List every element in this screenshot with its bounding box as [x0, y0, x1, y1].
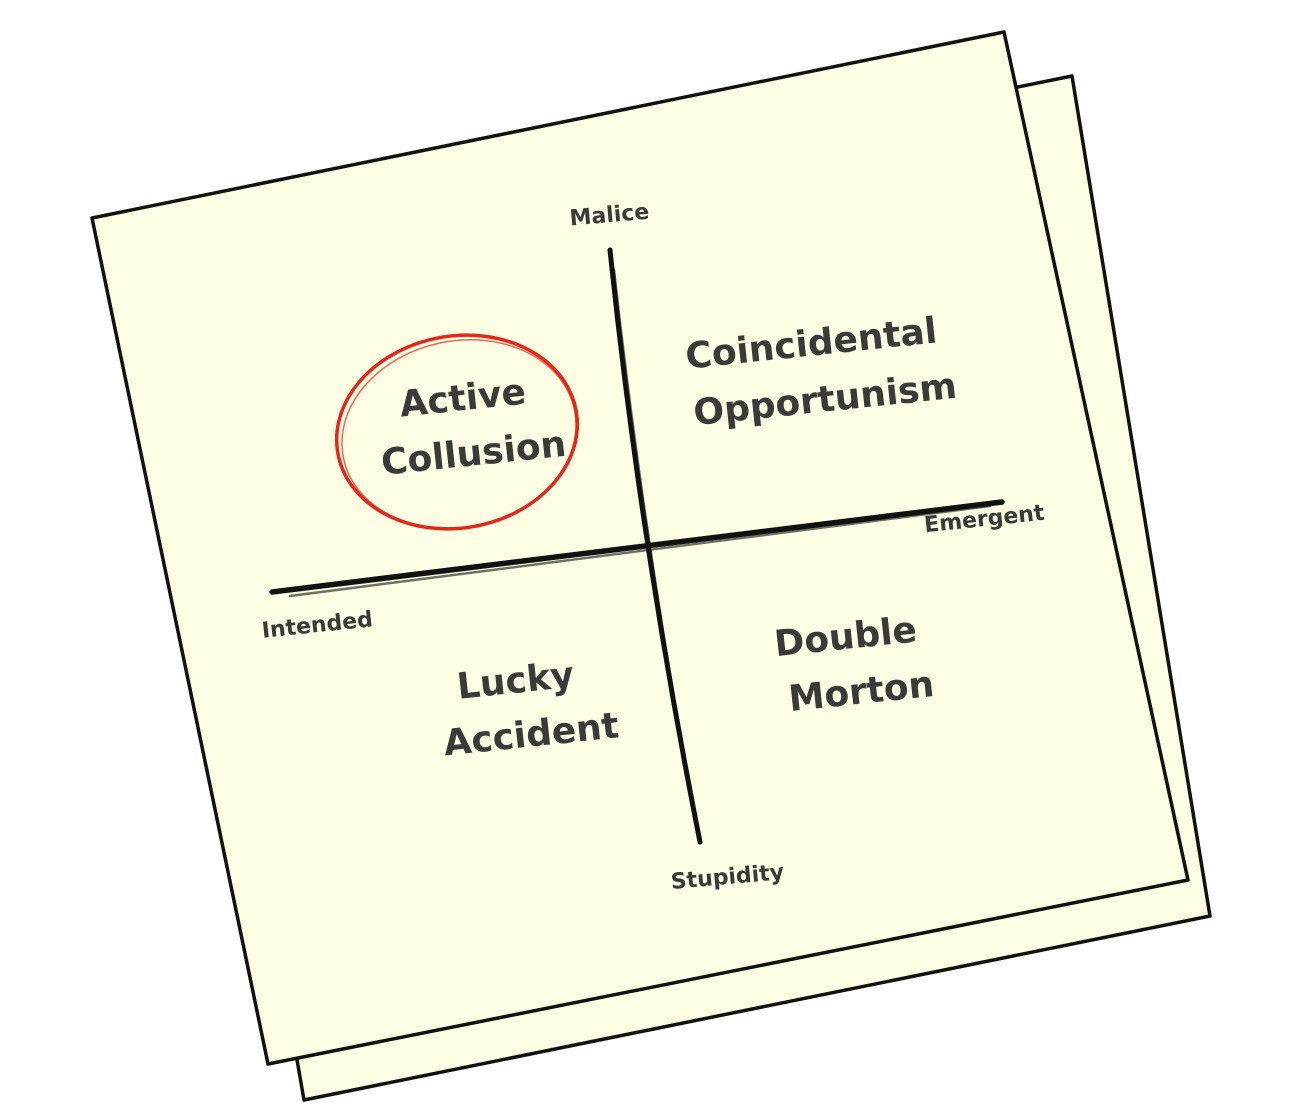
highlight-circle: [334, 333, 580, 531]
horizontal-axis: [269, 499, 1005, 598]
